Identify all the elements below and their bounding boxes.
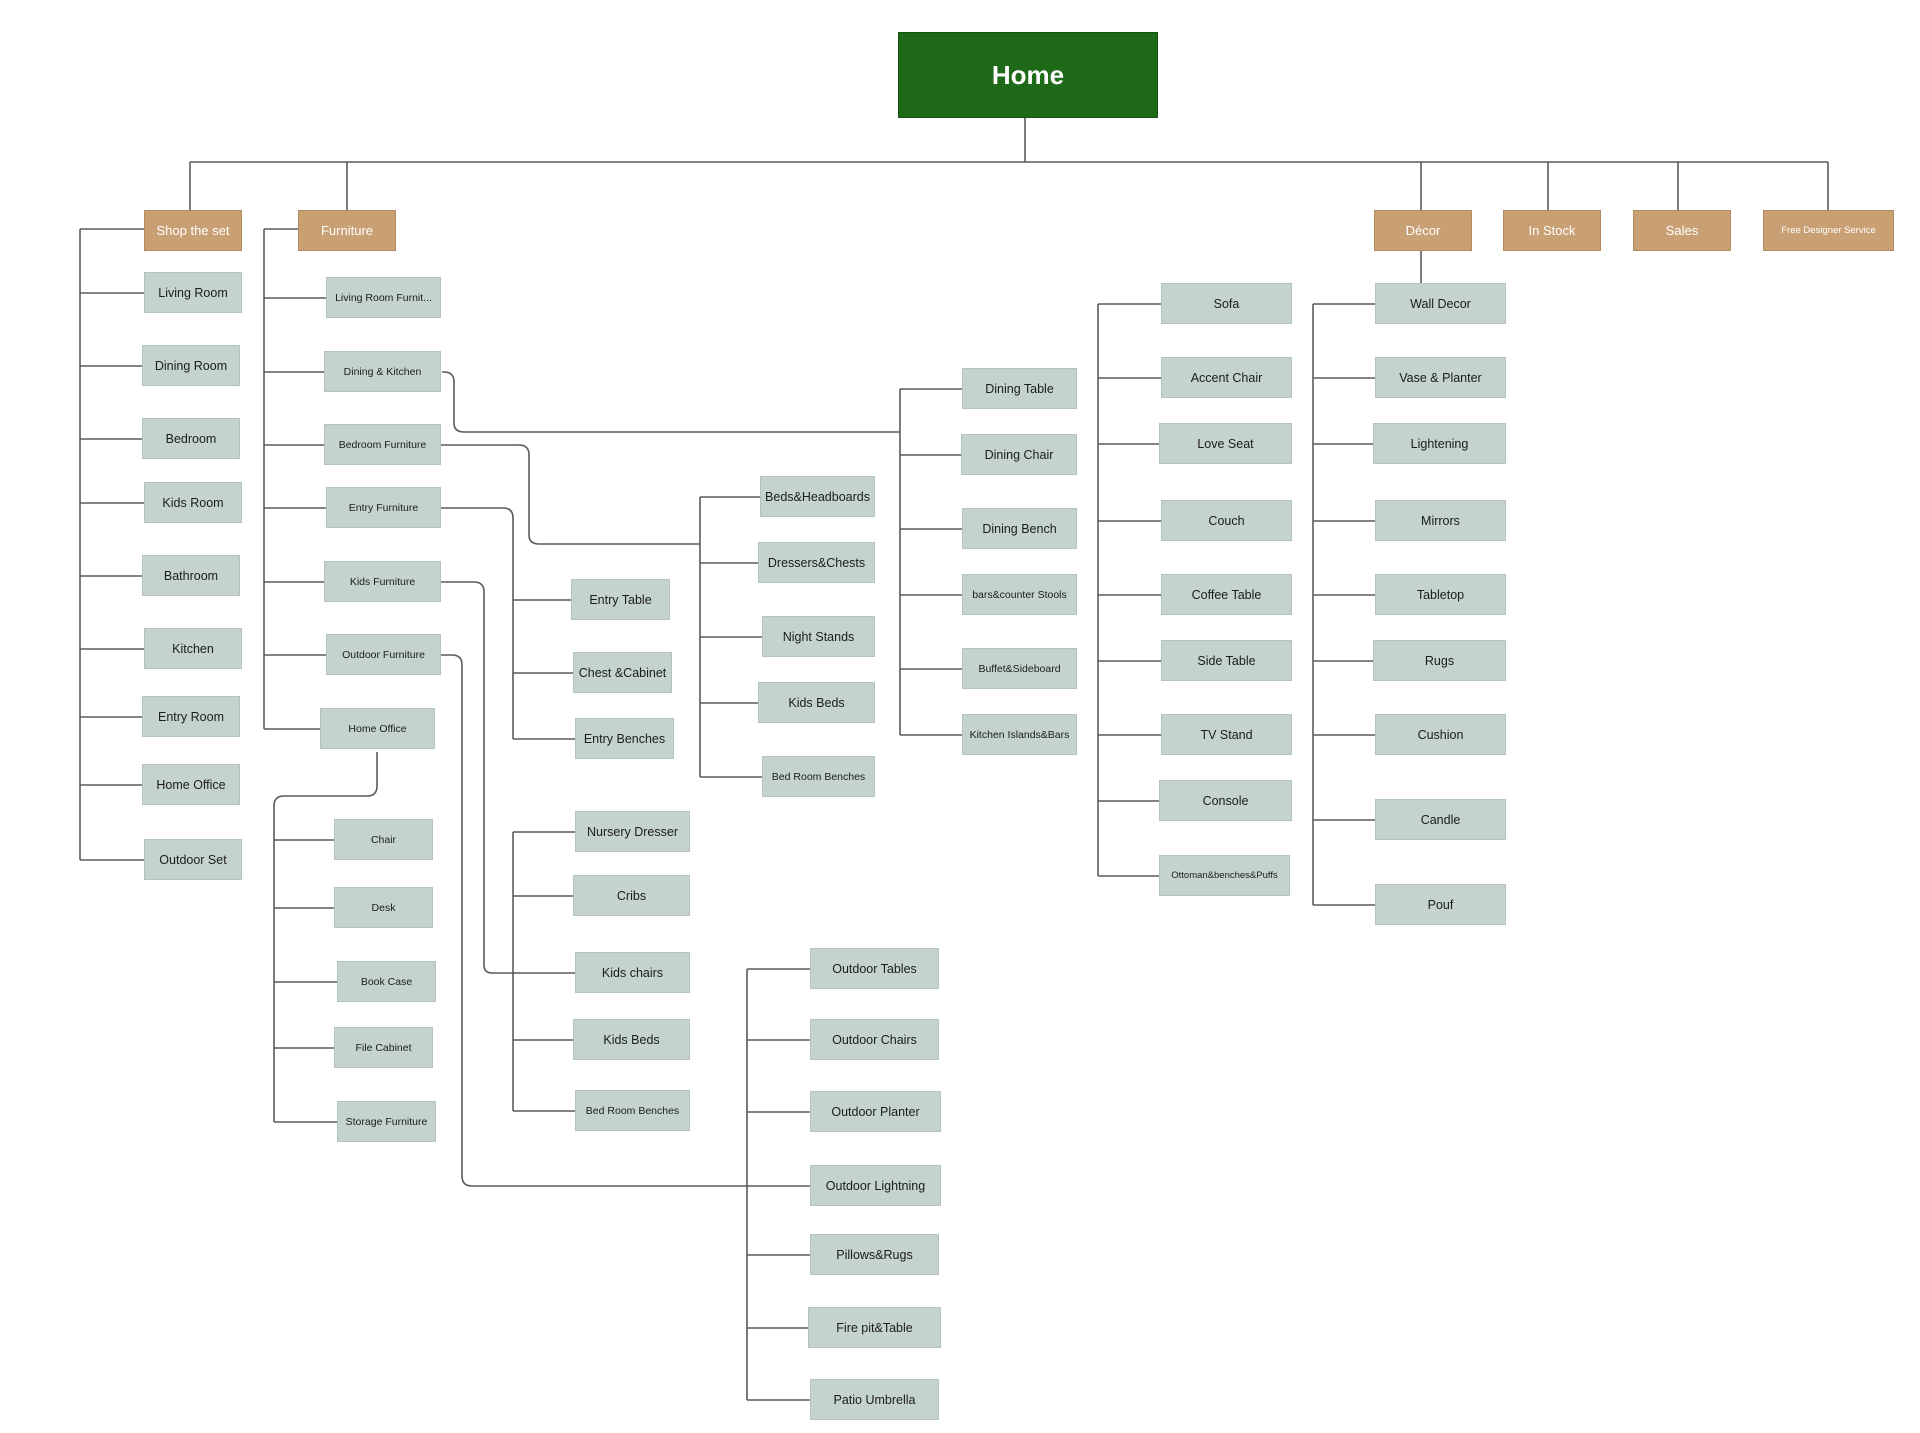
living-item-coffee-table[interactable]: Coffee Table xyxy=(1161,574,1292,615)
category-shop-the-set[interactable]: Shop the set xyxy=(144,210,242,251)
entry-item-entry-benches[interactable]: Entry Benches xyxy=(575,718,674,759)
category-in-stock[interactable]: In Stock xyxy=(1503,210,1601,251)
category-free-designer-service[interactable]: Free Designer Service xyxy=(1763,210,1894,251)
furniture-item-living-room[interactable]: Living Room Furnit... xyxy=(326,277,441,318)
living-item-couch[interactable]: Couch xyxy=(1161,500,1292,541)
shop-item-home-office[interactable]: Home Office xyxy=(142,764,240,805)
living-item-accent-chair[interactable]: Accent Chair xyxy=(1161,357,1292,398)
shop-item-kids-room[interactable]: Kids Room xyxy=(144,482,242,523)
dining-item-kitchen-islands-bars[interactable]: Kitchen Islands&Bars xyxy=(962,714,1077,755)
living-item-console[interactable]: Console xyxy=(1159,780,1292,821)
decor-item-tabletop[interactable]: Tabletop xyxy=(1375,574,1506,615)
furniture-item-kids[interactable]: Kids Furniture xyxy=(324,561,441,602)
decor-item-lightening[interactable]: Lightening xyxy=(1373,423,1506,464)
decor-item-mirrors[interactable]: Mirrors xyxy=(1375,500,1506,541)
decor-item-candle[interactable]: Candle xyxy=(1375,799,1506,840)
decor-item-vase-planter[interactable]: Vase & Planter xyxy=(1375,357,1506,398)
bedroom-item-beds-headboards[interactable]: Beds&Headboards xyxy=(760,476,875,517)
kids-item-nursery-dresser[interactable]: Nursery Dresser xyxy=(575,811,690,852)
shop-item-outdoor-set[interactable]: Outdoor Set xyxy=(144,839,242,880)
home-office-item-chair[interactable]: Chair xyxy=(334,819,433,860)
decor-item-cushion[interactable]: Cushion xyxy=(1375,714,1506,755)
living-item-ottoman-benches-puffs[interactable]: Ottoman&benches&Puffs xyxy=(1159,855,1290,896)
decor-item-wall-decor[interactable]: Wall Decor xyxy=(1375,283,1506,324)
decor-item-pouf[interactable]: Pouf xyxy=(1375,884,1506,925)
home-office-item-desk[interactable]: Desk xyxy=(334,887,433,928)
kids-item-kids-chairs[interactable]: Kids chairs xyxy=(575,952,690,993)
furniture-item-outdoor[interactable]: Outdoor Furniture xyxy=(326,634,441,675)
living-item-side-table[interactable]: Side Table xyxy=(1161,640,1292,681)
home-office-item-book-case[interactable]: Book Case xyxy=(337,961,436,1002)
category-furniture[interactable]: Furniture xyxy=(298,210,396,251)
shop-item-entry-room[interactable]: Entry Room xyxy=(142,696,240,737)
outdoor-item-outdoor-lightning[interactable]: Outdoor Lightning xyxy=(810,1165,941,1206)
outdoor-item-outdoor-planter[interactable]: Outdoor Planter xyxy=(810,1091,941,1132)
shop-item-dining-room[interactable]: Dining Room xyxy=(142,345,240,386)
furniture-item-bedroom[interactable]: Bedroom Furniture xyxy=(324,424,441,465)
living-item-sofa[interactable]: Sofa xyxy=(1161,283,1292,324)
entry-item-chest-cabinet[interactable]: Chest &Cabinet xyxy=(573,652,672,693)
kids-item-cribs[interactable]: Cribs xyxy=(573,875,690,916)
decor-item-rugs[interactable]: Rugs xyxy=(1373,640,1506,681)
furniture-item-entry[interactable]: Entry Furniture xyxy=(326,487,441,528)
category-sales[interactable]: Sales xyxy=(1633,210,1731,251)
shop-item-kitchen[interactable]: Kitchen xyxy=(144,628,242,669)
dining-item-dining-table[interactable]: Dining Table xyxy=(962,368,1077,409)
bedroom-item-night-stands[interactable]: Night Stands xyxy=(762,616,875,657)
bedroom-item-bed-room-benches[interactable]: Bed Room Benches xyxy=(762,756,875,797)
outdoor-item-outdoor-tables[interactable]: Outdoor Tables xyxy=(810,948,939,989)
kids-item-bed-room-benches[interactable]: Bed Room Benches xyxy=(575,1090,690,1131)
home-office-item-file-cabinet[interactable]: File Cabinet xyxy=(334,1027,433,1068)
living-item-tv-stand[interactable]: TV Stand xyxy=(1161,714,1292,755)
shop-item-bathroom[interactable]: Bathroom xyxy=(142,555,240,596)
furniture-item-home-office[interactable]: Home Office xyxy=(320,708,435,749)
outdoor-item-pillows-rugs[interactable]: Pillows&Rugs xyxy=(810,1234,939,1275)
home-office-item-storage-furniture[interactable]: Storage Furniture xyxy=(337,1101,436,1142)
shop-item-bedroom[interactable]: Bedroom xyxy=(142,418,240,459)
outdoor-item-fire-pit-table[interactable]: Fire pit&Table xyxy=(808,1307,941,1348)
bedroom-item-kids-beds[interactable]: Kids Beds xyxy=(758,682,875,723)
dining-item-dining-bench[interactable]: Dining Bench xyxy=(962,508,1077,549)
bedroom-item-dressers-chests[interactable]: Dressers&Chests xyxy=(758,542,875,583)
dining-item-bars-counter-stools[interactable]: bars&counter Stools xyxy=(962,574,1077,615)
home-node[interactable]: Home xyxy=(898,32,1158,118)
entry-item-entry-table[interactable]: Entry Table xyxy=(571,579,670,620)
living-item-love-seat[interactable]: Love Seat xyxy=(1159,423,1292,464)
outdoor-item-outdoor-chairs[interactable]: Outdoor Chairs xyxy=(810,1019,939,1060)
dining-item-buffet-sideboard[interactable]: Buffet&Sideboard xyxy=(962,648,1077,689)
category-decor[interactable]: Décor xyxy=(1374,210,1472,251)
outdoor-item-patio-umbrella[interactable]: Patio Umbrella xyxy=(810,1379,939,1420)
kids-item-kids-beds[interactable]: Kids Beds xyxy=(573,1019,690,1060)
shop-item-living-room[interactable]: Living Room xyxy=(144,272,242,313)
dining-item-dining-chair[interactable]: Dining Chair xyxy=(961,434,1077,475)
furniture-item-dining-kitchen[interactable]: Dining & Kitchen xyxy=(324,351,441,392)
